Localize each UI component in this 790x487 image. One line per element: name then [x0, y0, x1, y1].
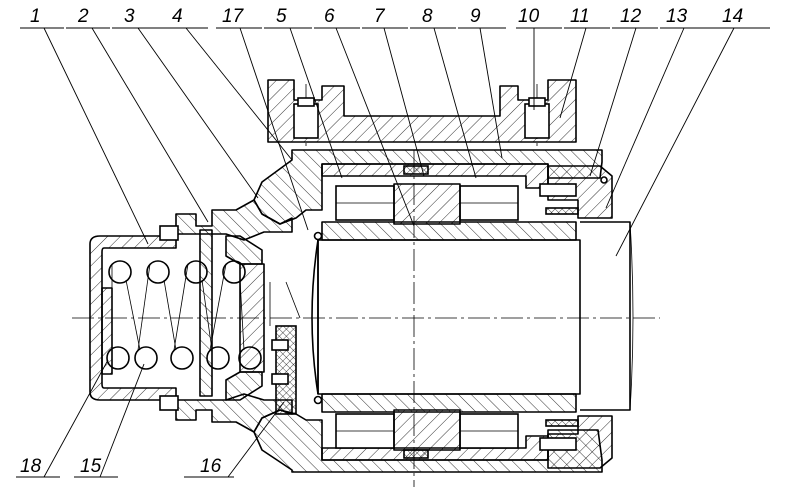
spring-seat-bracket	[267, 79, 577, 143]
axle-shaft-14	[580, 221, 634, 411]
callout-14: 14	[722, 6, 743, 27]
bolt-10	[293, 103, 319, 139]
callout-labels-top: 1 2 3 4 17 5 6 7 8 9 10 11 12 13 14	[30, 6, 743, 27]
callout-18: 18	[20, 456, 42, 477]
callout-15: 15	[80, 456, 102, 477]
leader-lines	[16, 27, 770, 478]
callout-2: 2	[77, 6, 89, 27]
callout-9: 9	[470, 6, 481, 27]
bearing-rollers-bottom	[335, 409, 519, 451]
callout-17: 17	[222, 6, 245, 27]
bearing-rollers-top	[335, 183, 519, 225]
callout-5: 5	[276, 6, 287, 27]
callout-10: 10	[518, 6, 540, 27]
callout-3: 3	[124, 6, 135, 27]
callout-labels-bottom: 18 15 16	[20, 456, 222, 477]
callout-7: 7	[374, 6, 386, 27]
callout-11: 11	[570, 6, 590, 27]
labyrinth-seal	[539, 165, 613, 469]
callout-4: 4	[172, 6, 183, 27]
callout-8: 8	[422, 6, 433, 27]
callout-16: 16	[200, 456, 222, 477]
spring-cup	[199, 229, 265, 401]
sensor-insulator-16	[269, 231, 323, 415]
callout-12: 12	[620, 6, 642, 27]
bearing-inner-rings	[321, 221, 577, 413]
callout-13: 13	[666, 6, 688, 27]
front-cover	[89, 225, 179, 411]
coil-springs-15	[106, 260, 262, 370]
bolt-11	[524, 103, 550, 139]
retaining-ring-7	[403, 165, 429, 175]
axle-journal	[311, 239, 581, 395]
callout-6: 6	[324, 6, 335, 27]
callout-1: 1	[30, 6, 41, 27]
